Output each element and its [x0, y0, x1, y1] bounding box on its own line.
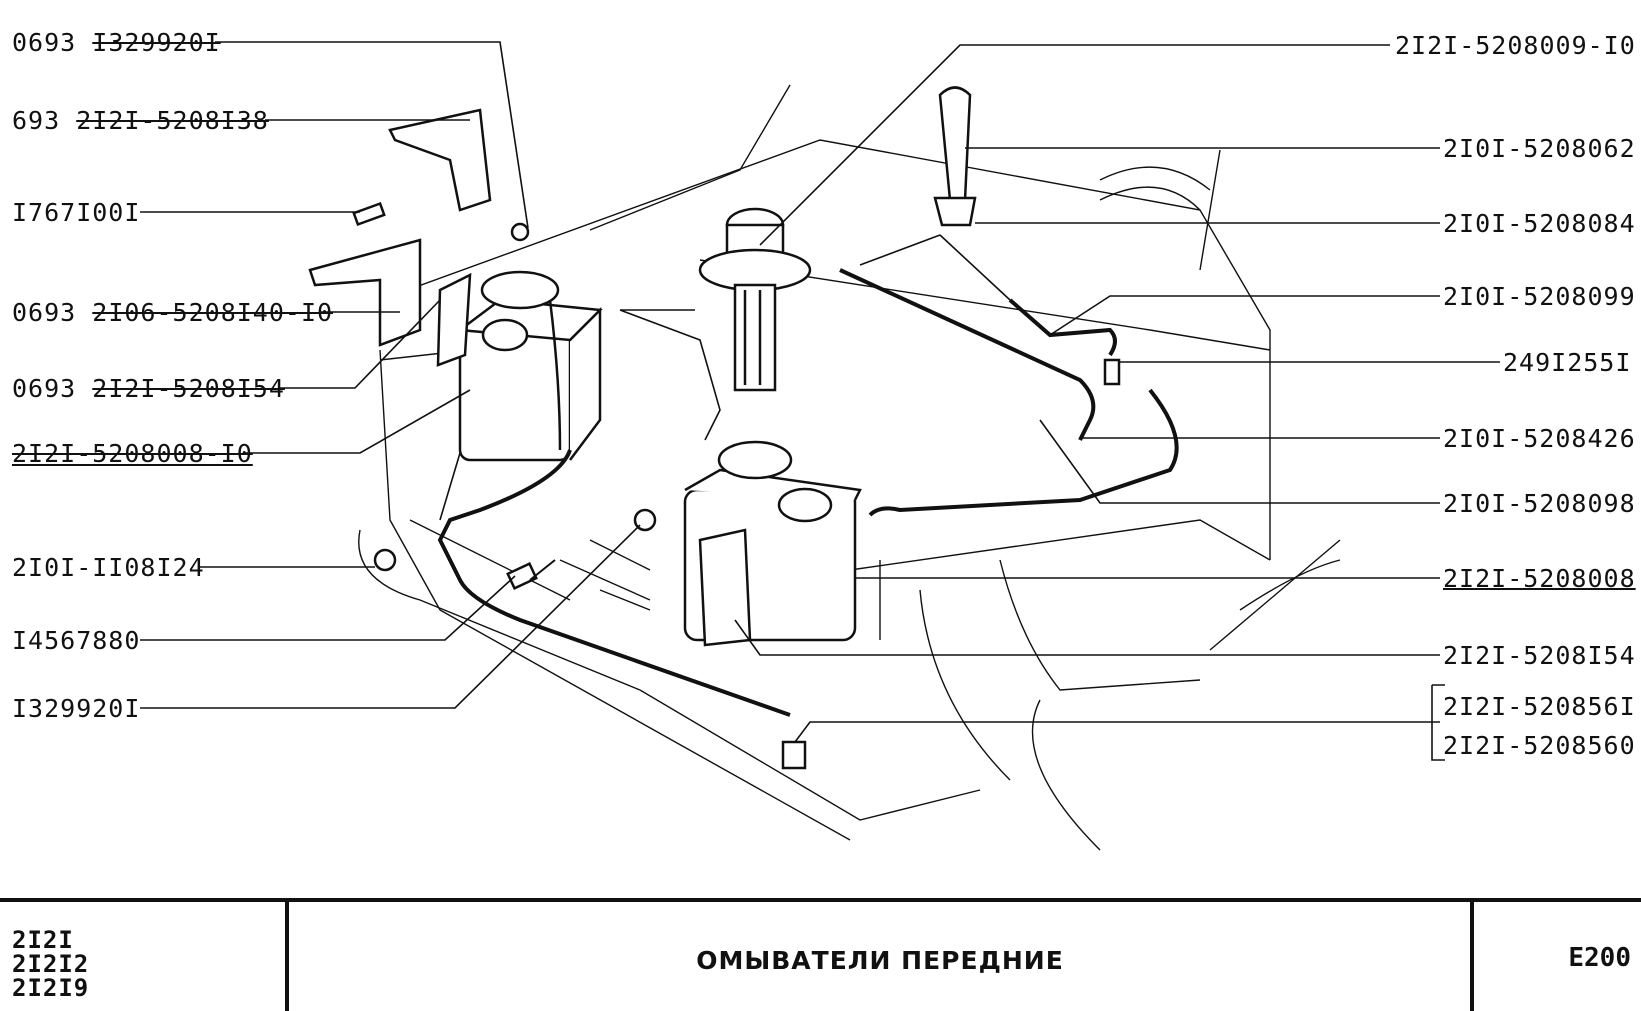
callout-left-8: I4567880 [12, 628, 140, 653]
part-number: 2I2I-5208I54 [92, 374, 285, 403]
title-block: 2I2I 2I2I2 2I2I9 ОМЫВАТЕЛИ ПЕРЕДНИЕ Е200 [0, 898, 1641, 1011]
callout-prefix: 0693 [12, 374, 77, 403]
callout-right-4: 2I0I-5208099 [1443, 284, 1636, 309]
callout-left-5: 0693 2I2I-5208I54 [12, 376, 285, 401]
callout-right-11: 2I2I-5208560 [1443, 733, 1636, 758]
clamp [506, 562, 538, 590]
plug [373, 548, 397, 572]
tee-connector [1103, 358, 1121, 386]
parts-diagram [140, 41, 1500, 851]
callout-right-7: 2I0I-5208098 [1443, 491, 1636, 516]
left-cap [481, 318, 529, 352]
callout-right-6: 2I0I-5208426 [1443, 426, 1636, 451]
callout-left-6: 2I2I-5208008-I0 [12, 441, 253, 466]
part-number: 2I0I-5208426 [1443, 424, 1636, 453]
part-number: 2I2I-5208008 [1443, 564, 1636, 593]
callout-prefix: 0693 [12, 28, 77, 57]
model-code: 2I2I [12, 926, 74, 954]
part-number: 2I0I-5208062 [1443, 134, 1636, 163]
callout-left-7: 2I0I-II08I24 [12, 555, 205, 580]
right-cap [777, 487, 833, 523]
part-number: 249I255I [1503, 348, 1632, 377]
bolt [352, 201, 386, 227]
callout-right-10: 2I2I-520856I [1443, 694, 1636, 719]
model-code: 2I2I2 [12, 950, 90, 978]
title-block-frame [0, 898, 1641, 1011]
part-number: I4567880 [12, 626, 141, 655]
page-code: Е200 [1568, 943, 1631, 973]
callout-right-8: 2I2I-5208008 [1443, 566, 1636, 591]
model-code: 2I2I9 [12, 974, 90, 1002]
part-number: I329920I [92, 28, 221, 57]
part-number: 2I0I-II08I24 [12, 553, 205, 582]
leader-lines [140, 41, 1500, 761]
callout-right-3: 2I0I-5208084 [1443, 211, 1636, 236]
part-number: 2I2I-5208I54 [1443, 641, 1636, 670]
model-list: 2I2I 2I2I2 2I2I9 [12, 928, 89, 1000]
bracket-upper [388, 108, 492, 212]
part-number: 2I2I-520856I [1443, 692, 1636, 721]
callout-left-9: I329920I [12, 696, 140, 721]
callout-prefix: 0693 [12, 298, 77, 327]
part-number: 2I2I-5208560 [1443, 731, 1636, 760]
part-number: 2I0I-5208099 [1443, 282, 1636, 311]
grommet [933, 196, 977, 227]
nozzle [938, 86, 972, 202]
nut-upper [510, 222, 530, 242]
part-number: 2I2I-5208008-I0 [12, 439, 253, 468]
part-number: 2I06-5208I40-I0 [92, 298, 334, 327]
part-number: 2I2I-5208009-I0 [1395, 31, 1636, 60]
washer-assembly [308, 86, 1121, 770]
callout-right-5: 249I255I [1503, 350, 1631, 375]
page-title: ОМЫВАТЕЛИ ПЕРЕДНИЕ [696, 946, 1064, 975]
bracket-plate [436, 272, 472, 367]
right-pump [717, 440, 793, 480]
left-pump [480, 270, 560, 310]
callout-prefix: 693 [12, 106, 61, 135]
callout-right-9: 2I2I-5208I54 [1443, 643, 1636, 668]
part-number: 2I0I-5208084 [1443, 209, 1636, 238]
callout-left-3: I767I00I [12, 200, 140, 225]
part-number: 2I0I-5208098 [1443, 489, 1636, 518]
callout-left-2: 693 2I2I-5208I38 [12, 108, 269, 133]
clip [781, 740, 807, 770]
part-number: 2I2I-5208I38 [76, 106, 269, 135]
center-pump-body [733, 283, 777, 392]
callout-left-1: 0693 I329920I [12, 30, 221, 55]
hoses [437, 268, 1179, 717]
callout-right-1: 2I2I-5208009-I0 [1395, 33, 1636, 58]
callout-left-4: 0693 2I06-5208I40-I0 [12, 300, 333, 325]
part-number: I767I00I [12, 198, 141, 227]
bracket-lower [308, 238, 422, 347]
right-bracket [698, 528, 752, 647]
part-number: I329920I [12, 694, 141, 723]
callout-right-2: 2I0I-5208062 [1443, 136, 1636, 161]
vehicle-outline [358, 84, 1341, 851]
